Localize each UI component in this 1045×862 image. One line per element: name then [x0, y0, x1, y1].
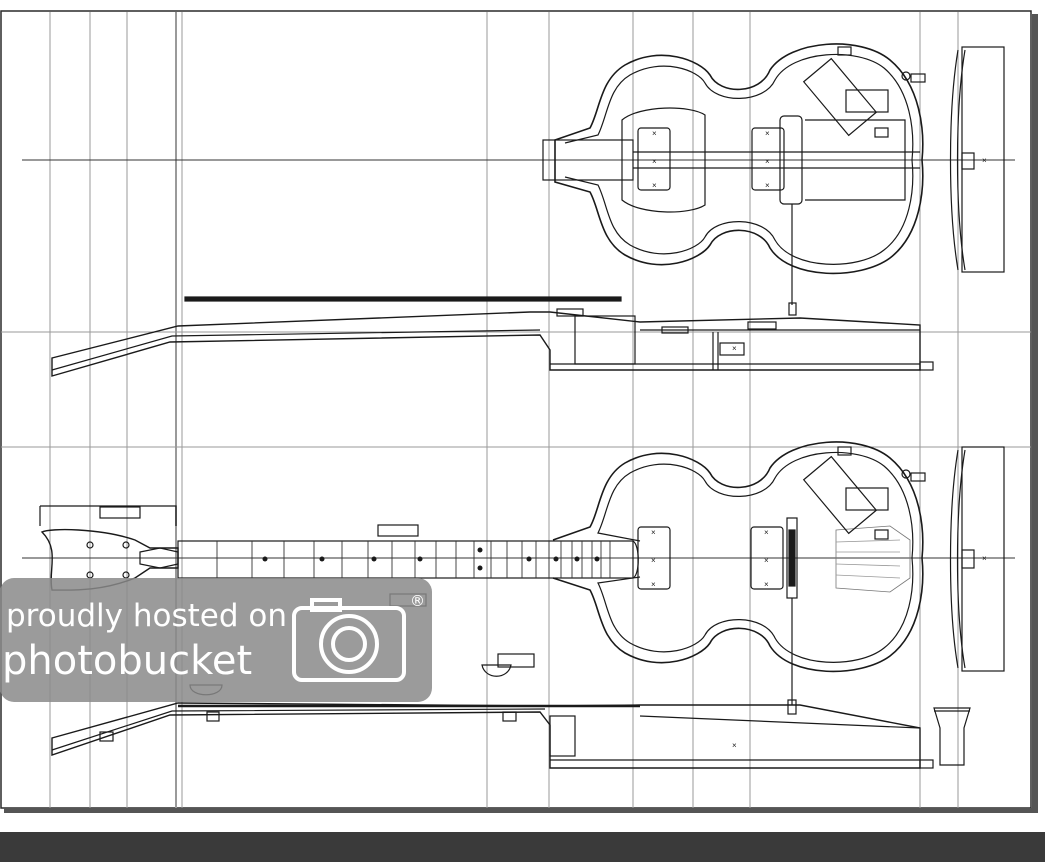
svg-text:×: × [765, 129, 770, 138]
svg-text:×: × [652, 157, 657, 166]
pickup-bridge-upper [751, 127, 785, 191]
sheet-shadow [1032, 14, 1038, 812]
svg-text:×: × [764, 580, 769, 589]
body-top-view: × × × × × × × [542, 43, 1005, 316]
svg-text:×: × [764, 556, 769, 565]
body-outline-lower [552, 441, 924, 673]
svg-text:×: × [652, 181, 657, 190]
svg-text:×: × [651, 528, 656, 537]
watermark-line2: photobucket [2, 638, 252, 684]
body-outline-upper [554, 43, 924, 275]
svg-text:×: × [765, 157, 770, 166]
registered-mark: ® [410, 592, 425, 610]
svg-text:×: × [732, 344, 737, 353]
center-lines [22, 159, 1015, 559]
full-side-view: × [51, 699, 971, 769]
svg-text:×: × [765, 181, 770, 190]
body-side-view: × [51, 296, 934, 377]
svg-text:×: × [982, 156, 987, 165]
pickup-neck-upper [637, 127, 671, 191]
grid-horizontal [1, 331, 1031, 448]
svg-text:×: × [764, 528, 769, 537]
svg-text:×: × [652, 129, 657, 138]
camera-icon [292, 598, 406, 682]
watermark-line1: proudly hosted on [6, 598, 287, 634]
svg-text:×: × [982, 554, 987, 563]
pickup-neck-lower [637, 526, 671, 590]
svg-text:×: × [732, 741, 737, 750]
pickup-bridge-lower [750, 526, 784, 590]
photobucket-watermark: proudly hosted on photobucket ® [0, 578, 432, 702]
svg-text:×: × [651, 580, 656, 589]
bottom-bar [0, 832, 1045, 862]
svg-text:×: × [651, 556, 656, 565]
